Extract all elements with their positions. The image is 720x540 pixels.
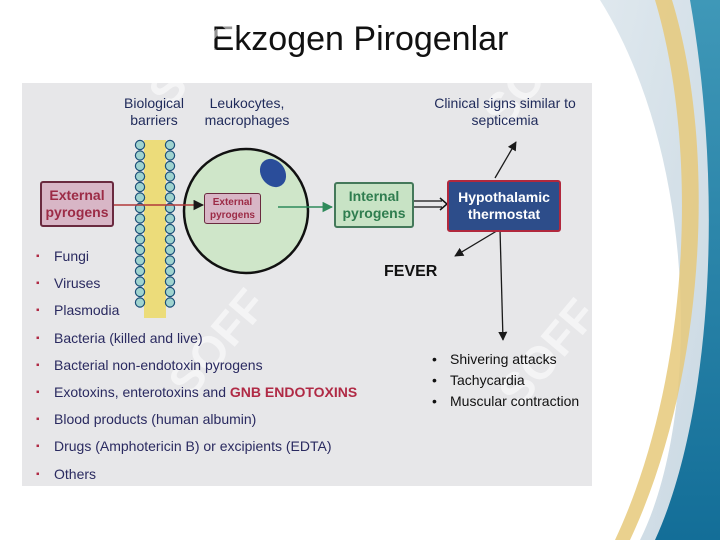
membrane-lipid-head [134,265,146,277]
membrane-lipid-head [134,192,146,203]
membrane-lipid-head [164,213,176,224]
bullet-icon: • [432,393,437,409]
membrane-lipid-head [164,181,176,193]
membrane-lipid-head [134,181,146,193]
membrane-lipid-head [134,286,146,298]
list-item: ▪Bacterial non-endotoxin pyrogens [36,356,263,373]
membrane-lipid-head [164,160,176,172]
slide-title: Ekzogen Pirogenlar [211,20,509,58]
bullet-icon: • [432,372,437,388]
list-item: ▪Drugs (Amphotericin B) or excipients (E… [36,438,332,455]
fever-label: FEVER [384,263,438,280]
membrane-lipid-head [134,213,146,224]
gnb-endotoxins-highlight: GNB ENDOTOXINS [229,383,358,400]
membrane-lipid-head [134,297,146,308]
list-item: ▪Blood products (human albumin) [36,411,257,428]
list-item: •Muscular contraction [432,393,580,409]
square-bullet-icon: ▪ [36,441,40,453]
membrane-lipid-head [134,171,146,182]
external-pyrogens-in-cell-box: External pyrogens [204,193,261,224]
membrane-lipid-head [134,255,146,266]
membrane-lipid-head [164,192,176,203]
list-item: •Shivering attacks [432,351,557,367]
membrane-lipid-head [134,139,146,151]
internal-pyrogens-box: Internal pyrogens [334,182,414,228]
membrane-lipid-head [164,286,176,298]
leukocytes-macrophages-label: Leukocytes, macrophages [204,95,290,128]
external-pyrogens-box: External pyrogens [40,181,114,227]
membrane-lipid-head [134,160,146,172]
clinical-signs-label: Clinical signs similar to septicemia [434,95,576,128]
list-item: ▪Others [36,465,97,482]
square-bullet-icon: ▪ [36,414,40,426]
list-item: ▪Exotoxins, enterotoxins and GNB ENDOTOX… [36,383,358,400]
pyrogen-sources-list: ▪Fungi ▪Viruses ▪Plasmodia ▪Bacteria (ki… [36,248,357,493]
membrane-lipid-head [134,276,146,287]
membrane-lipid-head [134,234,146,245]
list-item: •Tachycardia [432,372,525,388]
membrane-lipid-head [134,244,146,256]
membrane-lipid-head [164,297,176,308]
membrane-lipid-head [164,223,176,235]
symptoms-list: •Shivering attacks •Tachycardia •Muscula… [430,351,579,414]
square-bullet-icon: ▪ [36,359,40,371]
cell-nucleus [259,158,287,188]
diagram-panel [22,83,592,486]
arrow-internal-to-hypothalamus [412,197,449,211]
list-item: ▪Fungi [36,248,90,264]
square-bullet-icon: ▪ [36,251,40,262]
biological-barrier-membrane [134,139,176,318]
membrane-lipid-head [134,223,146,235]
arrow-to-fever [454,228,501,257]
arrow-to-symptoms [498,228,508,341]
membrane-lipid-head [164,234,176,245]
list-item: ▪Plasmodia [36,302,120,319]
square-bullet-icon: ▪ [36,305,40,317]
membrane-lipid-head [164,255,176,266]
membrane-lipid-head [164,171,176,182]
arrow-to-clinical-signs [494,141,517,179]
square-bullet-icon: ▪ [36,468,40,480]
membrane-lipid-head [164,265,176,277]
bullet-icon: • [432,351,437,367]
list-item: ▪Viruses [36,275,101,292]
membrane-lipid-head [164,150,176,161]
square-bullet-icon: ▪ [36,278,40,290]
membrane-lipid-head [164,244,176,256]
hypothalamic-thermostat-box: Hypothalamic thermostat [447,180,561,232]
membrane-lipid-head [164,276,176,287]
biological-barriers-label: Biological barriers [124,95,184,128]
list-item: ▪Bacteria (killed and live) [36,329,203,346]
square-bullet-icon: ▪ [36,386,40,398]
membrane-lipid-head [164,139,176,151]
square-bullet-icon: ▪ [36,332,40,344]
membrane-lipid-head [134,150,146,161]
